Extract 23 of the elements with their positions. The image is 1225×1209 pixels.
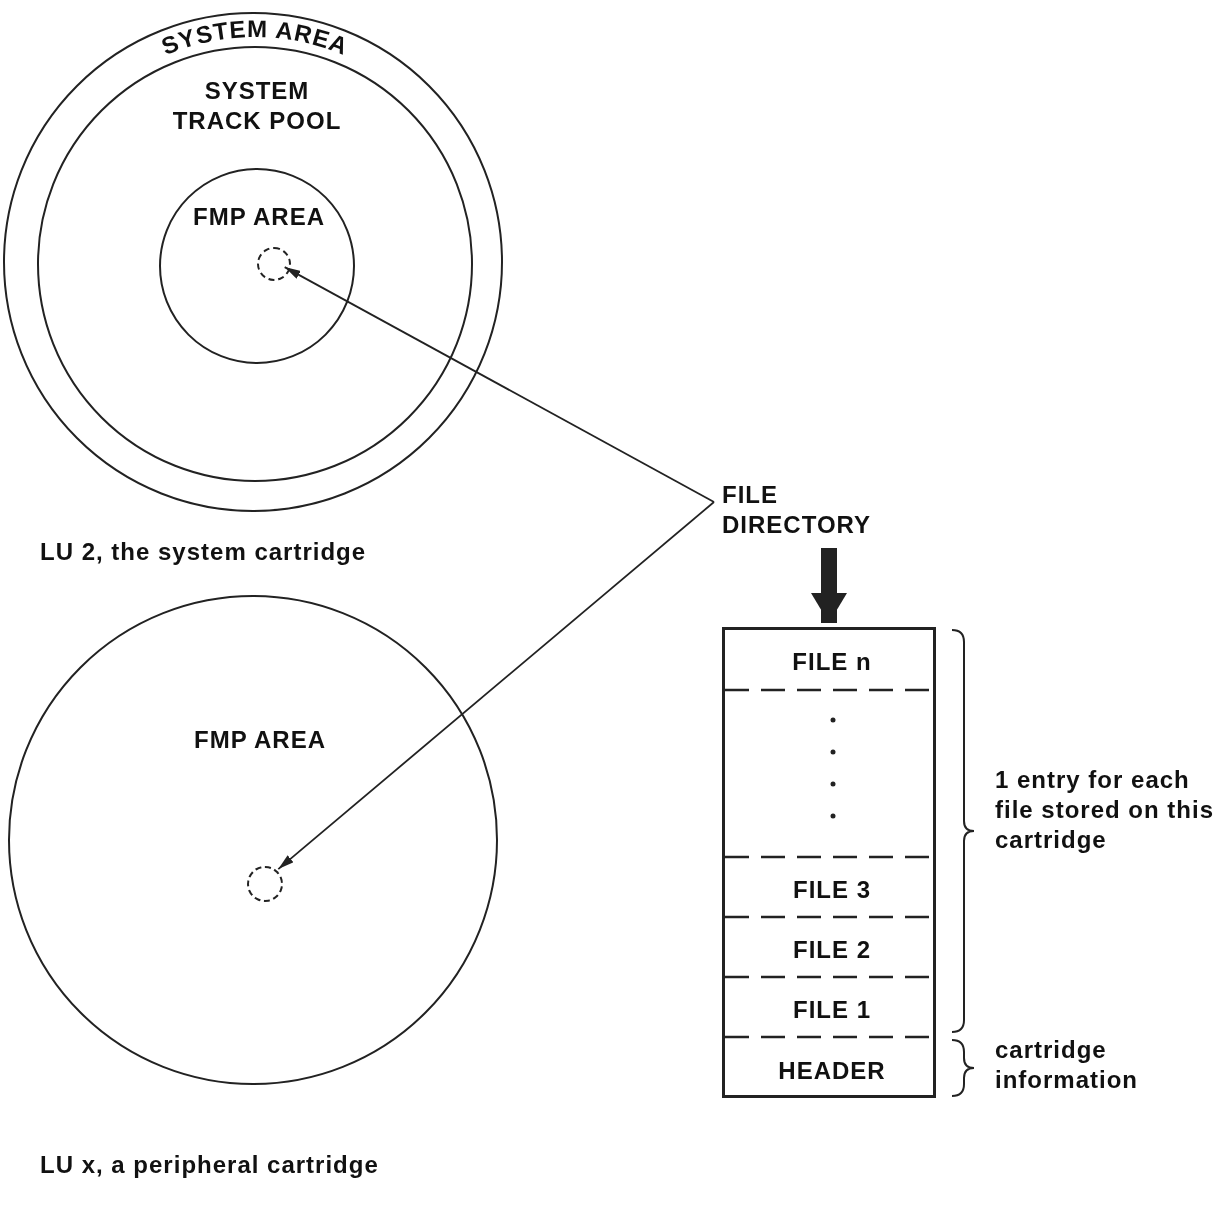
- table-row-label: FILE 3: [792, 875, 872, 905]
- arrow: [283, 266, 715, 503]
- curved-label: SYSTEM AREA: [157, 15, 353, 60]
- annotation: cartridge information: [995, 1035, 1139, 1095]
- file-directory-circle: [247, 866, 283, 902]
- table-row-label: FILE n: [791, 646, 873, 677]
- directory-table: [722, 627, 936, 1098]
- table-row-label: HEADER: [777, 1055, 887, 1086]
- annotation: 1 entry for each file stored on this cartridge: [995, 765, 1215, 855]
- cartridge-label: LU x, a peripheral cartridge: [40, 1150, 379, 1180]
- cartridge-label: LU 2, the system cartridge: [40, 537, 367, 567]
- fmp-area-circle: [159, 168, 355, 364]
- area-label: FMP AREA: [192, 202, 326, 232]
- disk-outline: [3, 12, 503, 512]
- block-arrow: [811, 548, 847, 623]
- area-label: SYSTEM TRACK POOL: [171, 76, 343, 136]
- arrow: [277, 501, 715, 870]
- table-row-label: FILE 2: [792, 935, 872, 965]
- area-label: FMP AREA: [193, 725, 327, 755]
- disk-outline: [8, 595, 498, 1085]
- callout-label: FILE DIRECTORY: [722, 480, 872, 540]
- table-row-label: FILE 1: [792, 995, 872, 1025]
- file-directory-circle: [257, 247, 291, 281]
